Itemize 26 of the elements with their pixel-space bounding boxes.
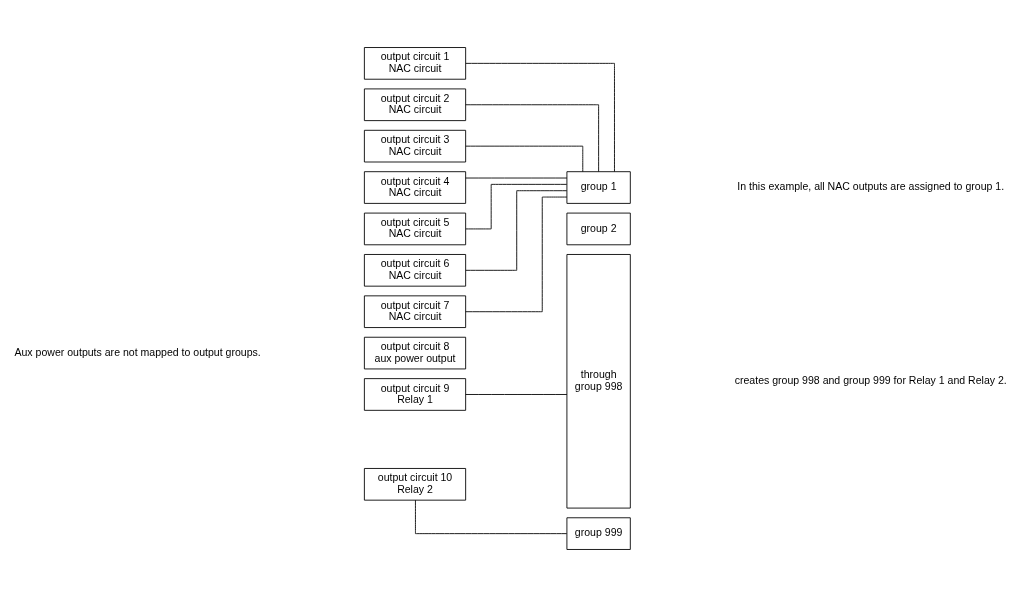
connector [465, 145, 584, 173]
node-box: group 1 [566, 171, 631, 204]
node-box: output circuit 8 aux power output [363, 336, 467, 370]
connector [465, 190, 568, 271]
node-box: through group 998 [566, 254, 631, 509]
node-box: group 2 [566, 212, 631, 246]
node-box: output circuit 6 NAC circuit [363, 254, 467, 287]
label: In this example, all NAC outputs are assigned to group 1. [737, 180, 1005, 193]
connector [415, 499, 568, 535]
connector [465, 104, 600, 172]
node-box: output circuit 1 NAC circuit [363, 47, 467, 80]
node-box: output circuit 4 NAC circuit [363, 171, 467, 204]
label: creates group 998 and group 999 for Relay 1 and Relay 2. [734, 374, 1007, 387]
node-box: output circuit 9 Relay 1 [363, 378, 467, 411]
connector [465, 177, 568, 179]
label: Aux power outputs are not mapped to output groups. [14, 345, 261, 358]
node-box: output circuit 3 NAC circuit [363, 129, 467, 163]
connector [465, 62, 615, 172]
node-box: output circuit 7 NAC circuit [363, 295, 467, 328]
node-box: output circuit 5 NAC circuit [363, 212, 467, 246]
connector [465, 196, 568, 313]
connector [465, 183, 568, 230]
node-box: output circuit 2 NAC circuit [363, 88, 467, 122]
node-box: output circuit 10 Relay 2 [363, 468, 467, 501]
node-box: group 999 [566, 517, 631, 550]
connector [465, 394, 568, 395]
